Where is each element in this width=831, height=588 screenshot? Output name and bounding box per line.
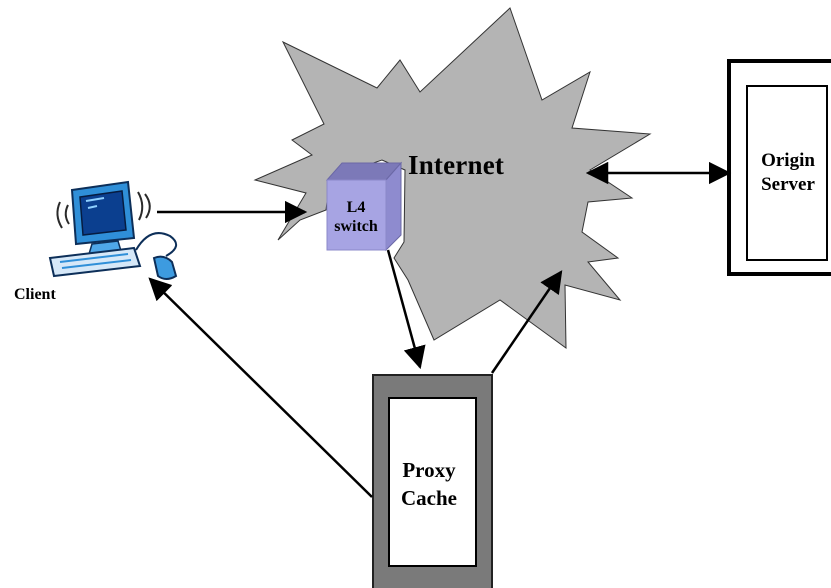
internet-label: Internet: [408, 150, 505, 180]
switch-to-proxy-arrow: [386, 249, 426, 370]
l4-switch-label-line-1: L4: [346, 199, 366, 216]
client-computer-icon: [48, 180, 178, 280]
proxy-to-internet-arrow: [490, 270, 563, 374]
proxy-to-client-arrow: [148, 277, 373, 498]
origin-server-label-line-1: Origin: [761, 150, 815, 171]
client-label: Client: [14, 286, 56, 303]
origin-server-label-line-2: Server: [761, 174, 815, 195]
internet-cloud: [253, 7, 652, 349]
proxy-cache-label: Proxy Cache: [389, 456, 469, 512]
origin-server-label: Origin Server: [749, 149, 827, 197]
l4-switch-label: L4 switch: [323, 198, 389, 236]
proxy-cache: [372, 374, 493, 588]
l4-switch-label-line-2: switch: [334, 218, 378, 235]
proxy-cache-label-line-1: Proxy: [402, 458, 456, 482]
proxy-cache-label-line-2: Cache: [401, 486, 457, 510]
l4-switch: [325, 161, 403, 252]
